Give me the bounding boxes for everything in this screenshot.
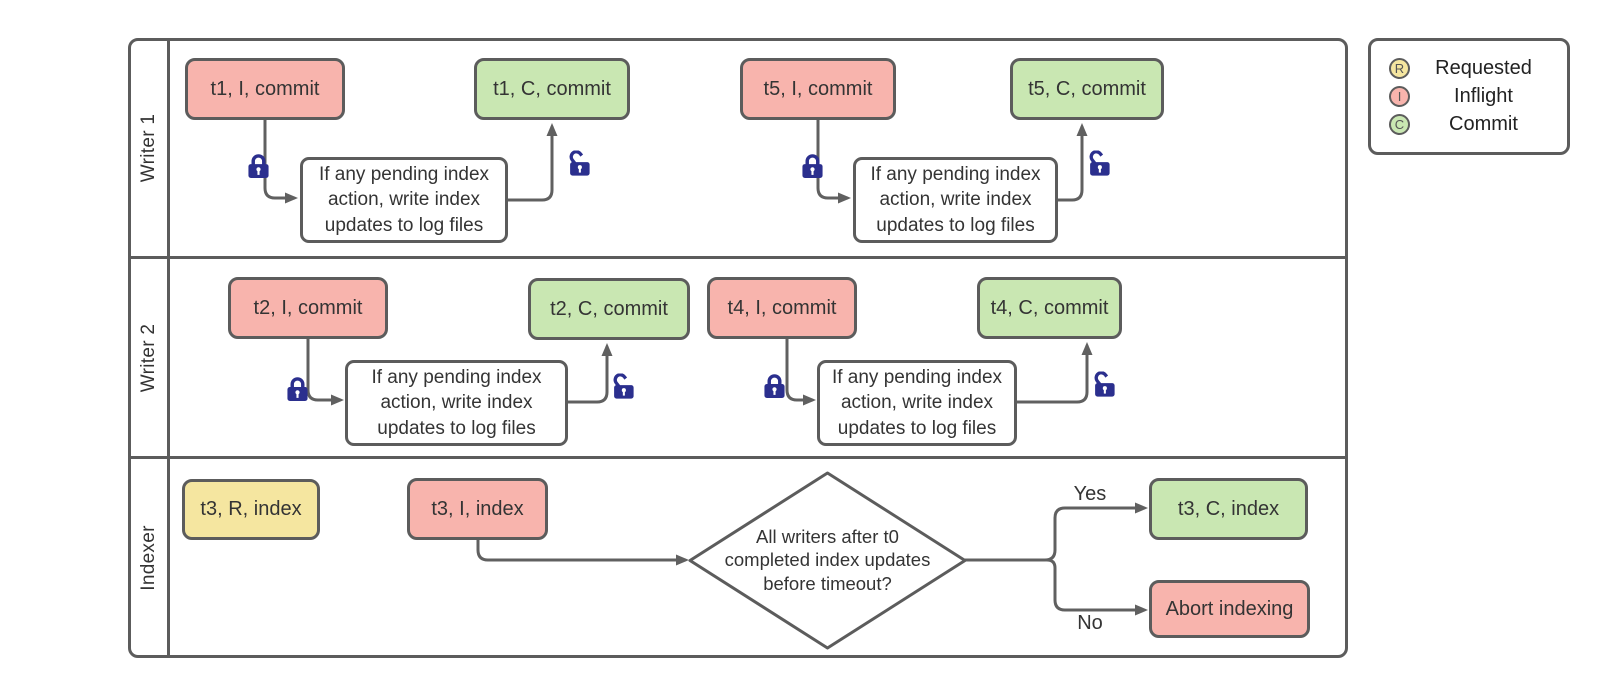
lock-open-icon <box>609 373 635 400</box>
legend-label-commit: Commit <box>1449 113 1518 135</box>
legend-label-inflight: Inflight <box>1454 85 1513 107</box>
lock-closed-icon <box>763 372 786 399</box>
requested-state-icon: R <box>1389 58 1410 79</box>
lock-closed-icon <box>801 152 824 179</box>
decision-text-line3: before timeout? <box>763 572 892 594</box>
legend-row-requested: R Requested <box>1371 57 1557 80</box>
lock-open-icon <box>1085 150 1111 177</box>
lock-open-icon <box>1090 371 1116 398</box>
yes-branch-label: Yes <box>1073 483 1107 505</box>
lock-closed-icon <box>247 152 270 179</box>
node-t3-inflight: t3, I, index <box>407 478 548 540</box>
decision-text-line2: completed index updates <box>724 549 931 571</box>
commit-state-icon: C <box>1389 114 1410 135</box>
process-box-t5: If any pending index action, write index… <box>853 157 1058 243</box>
lane-label-divider <box>167 38 170 658</box>
lock-open-icon <box>565 150 591 177</box>
node-t5-commit: t5, C, commit <box>1010 58 1164 120</box>
no-branch-label: No <box>1077 612 1103 634</box>
node-t4-inflight: t4, I, commit <box>707 277 857 339</box>
lane-label-indexer: Indexer <box>138 525 159 591</box>
legend-row-commit: C Commit <box>1371 113 1557 136</box>
lane-label-writer2: Writer 2 <box>138 323 159 393</box>
lane-label-writer1: Writer 1 <box>138 113 159 183</box>
node-t1-inflight: t1, I, commit <box>185 58 345 120</box>
legend-row-inflight: I Inflight <box>1371 85 1557 108</box>
node-t2-inflight: t2, I, commit <box>228 277 388 339</box>
node-t5-inflight: t5, I, commit <box>740 58 896 120</box>
process-box-t4: If any pending index action, write index… <box>817 360 1017 446</box>
node-t3-requested: t3, R, index <box>182 479 320 540</box>
node-t2-commit: t2, C, commit <box>528 278 690 340</box>
lane-divider-1 <box>128 256 1348 259</box>
legend-label-requested: Requested <box>1435 57 1532 79</box>
decision-text-line1: All writers after t0 <box>756 526 899 547</box>
node-t1-commit: t1, C, commit <box>474 58 630 120</box>
inflight-state-icon: I <box>1389 86 1410 107</box>
node-abort-indexing: Abort indexing <box>1149 580 1310 638</box>
process-box-t1: If any pending index action, write index… <box>300 157 508 243</box>
node-t3-commit: t3, C, index <box>1149 478 1308 540</box>
lane-divider-2 <box>128 456 1348 459</box>
legend: R Requested I Inflight C Commit <box>1368 38 1570 155</box>
process-box-t2: If any pending index action, write index… <box>345 360 568 446</box>
lock-closed-icon <box>286 375 309 402</box>
decision-text: All writers after t0 completed index upd… <box>712 525 943 595</box>
node-t4-commit: t4, C, commit <box>977 277 1122 339</box>
